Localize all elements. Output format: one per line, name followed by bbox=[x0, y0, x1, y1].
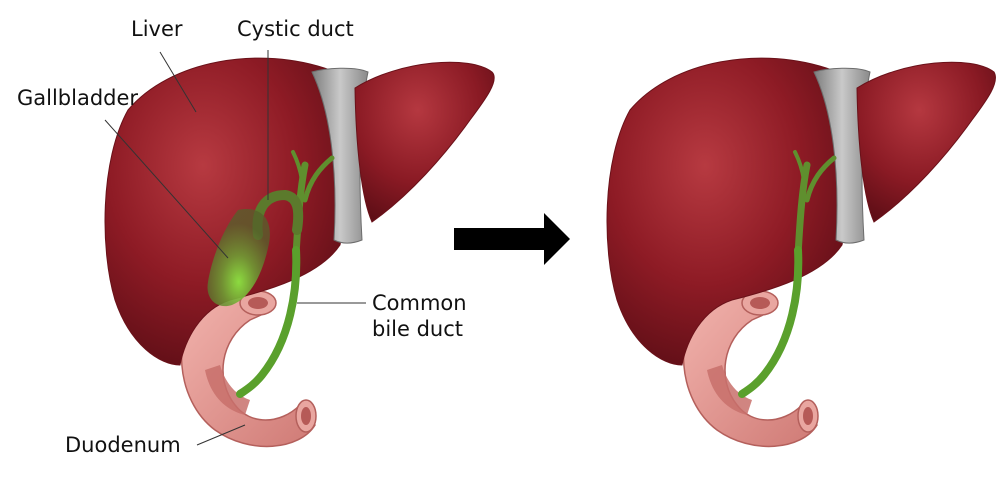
liver-left-lobe-after bbox=[856, 61, 996, 223]
duodenum bbox=[180, 290, 317, 448]
common-bile-duct-label: Common bile duct bbox=[372, 290, 467, 342]
falciform-ligament bbox=[311, 67, 369, 244]
leader-lines bbox=[104, 50, 366, 446]
common-bile-duct bbox=[236, 246, 301, 398]
duodenum-after bbox=[682, 290, 819, 448]
duodenum-label: Duodenum bbox=[65, 433, 181, 457]
right-anatomy-group bbox=[606, 57, 996, 448]
cystic-duct-label: Cystic duct bbox=[237, 17, 354, 41]
liver-left-lobe bbox=[354, 61, 495, 223]
common-bile-duct-label-line1: Common bbox=[372, 291, 467, 315]
left-anatomy-group bbox=[104, 50, 495, 448]
hepatic-ducts-after bbox=[793, 150, 837, 259]
gallbladder-leader-line bbox=[104, 119, 229, 259]
duodenum-leader-line bbox=[196, 424, 246, 446]
gallbladder-label: Gallbladder bbox=[17, 86, 139, 110]
right-arrow-icon bbox=[454, 213, 570, 265]
gallbladder bbox=[207, 209, 270, 307]
falciform-ligament-after bbox=[813, 67, 871, 244]
common-bile-duct-after bbox=[738, 246, 803, 398]
common-bile-duct-label-line2: bile duct bbox=[372, 317, 464, 341]
liver-leader-line bbox=[159, 51, 197, 113]
liver-label: Liver bbox=[131, 17, 183, 41]
